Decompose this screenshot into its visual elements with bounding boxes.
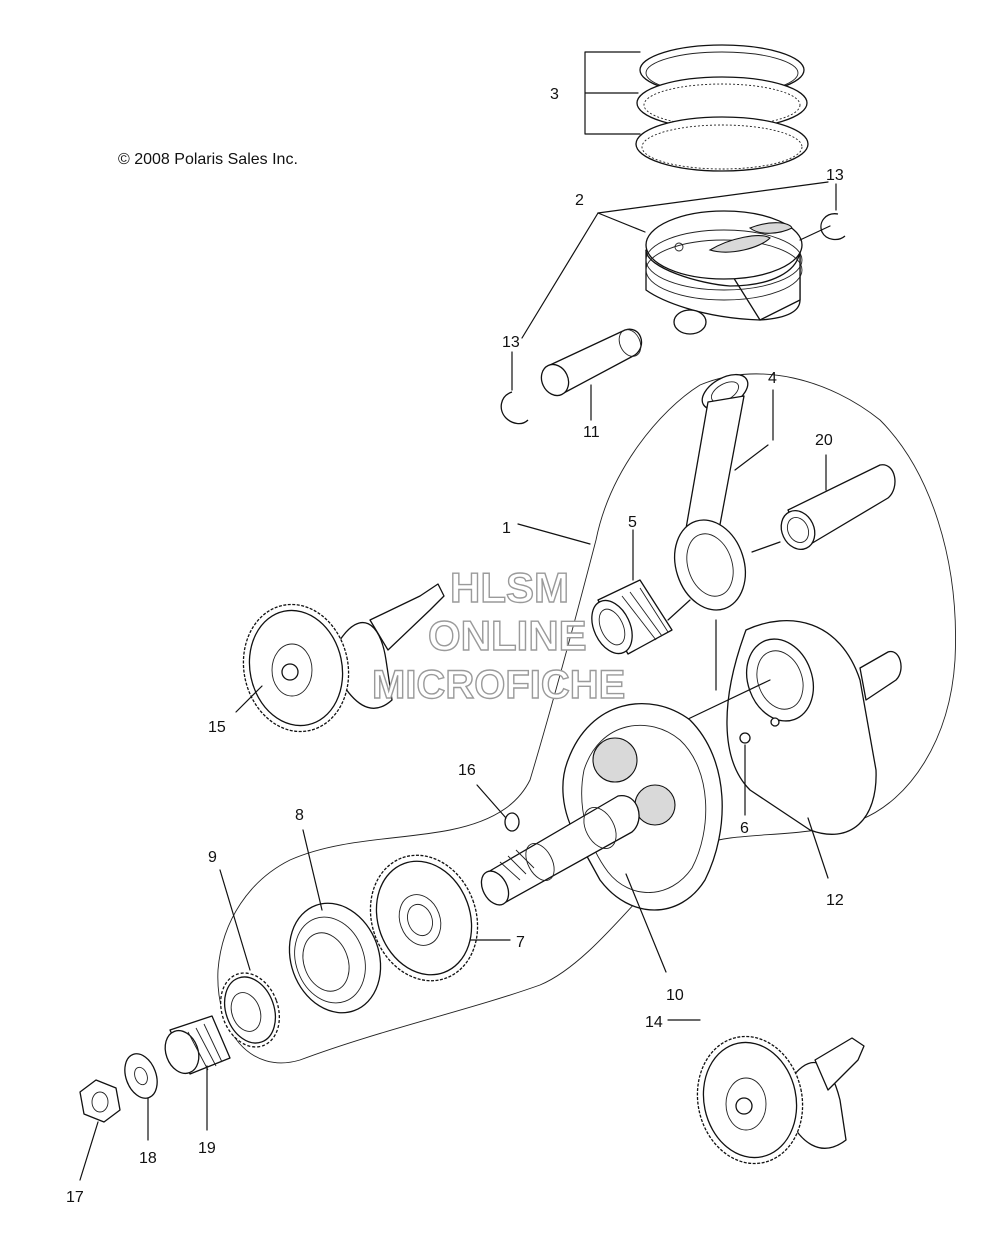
callout-17: 17 — [66, 1189, 84, 1206]
crank-pin — [780, 464, 896, 550]
callout-4: 4 — [768, 370, 777, 387]
leader-17 — [79, 1121, 99, 1181]
needle-bearing — [591, 579, 673, 655]
callout-7: 7 — [516, 934, 525, 951]
main-bearing — [288, 902, 382, 1014]
crank-gear — [369, 854, 479, 982]
circlip-upper — [820, 213, 846, 241]
copyright-text: © 2008 Polaris Sales Inc. — [118, 151, 298, 168]
callout-13-lower: 13 — [502, 334, 520, 351]
leader-15 — [235, 685, 263, 713]
centerline-crankpin — [685, 619, 771, 721]
balance-shaft-lower — [696, 1035, 865, 1165]
watermark-line-3: MICROFICHE — [372, 663, 625, 707]
piston-rings — [635, 44, 809, 172]
crank-half-right — [726, 619, 902, 835]
crankshaft-assembly-outline — [217, 373, 956, 1064]
timing-sprocket — [220, 972, 280, 1048]
leader-12 — [807, 817, 829, 879]
leader-13-upper — [799, 183, 837, 241]
callout-10: 10 — [666, 987, 684, 1004]
leader-3 — [584, 51, 641, 135]
callout-18: 18 — [139, 1150, 157, 1167]
pinion-bearing — [164, 1015, 231, 1075]
nut — [79, 1079, 121, 1123]
leader-2-line — [597, 181, 829, 214]
callout-15: 15 — [208, 719, 226, 736]
watermark-line-2: ONLINE — [428, 612, 587, 659]
leader-1 — [517, 523, 591, 545]
woodruff-key — [504, 812, 520, 832]
callout-6: 6 — [740, 820, 749, 837]
washer — [124, 1053, 158, 1099]
crank-half-left — [480, 702, 723, 911]
callout-14: 14 — [645, 1014, 663, 1031]
piston — [645, 210, 803, 335]
leader-5 — [632, 529, 691, 621]
leader-10 — [625, 873, 667, 973]
leader-8 — [302, 829, 323, 911]
watermark: HLSM ONLINE MICROFICHE — [371, 563, 626, 707]
circlip-lower — [500, 391, 529, 425]
callout-13-upper: 13 — [826, 167, 844, 184]
callout-19: 19 — [198, 1140, 216, 1157]
watermark-line-1: HLSM — [450, 564, 569, 611]
callout-1: 1 — [502, 520, 511, 537]
callout-20: 20 — [815, 432, 833, 449]
callout-5: 5 — [628, 514, 637, 531]
callout-2: 2 — [575, 192, 584, 209]
callout-8: 8 — [295, 807, 304, 824]
callout-11: 11 — [583, 424, 600, 441]
leader-2 — [521, 212, 646, 339]
leader-4 — [734, 444, 769, 471]
leader-16 — [476, 784, 507, 819]
leader-9 — [219, 869, 251, 971]
callout-9: 9 — [208, 849, 217, 866]
leader-20 — [751, 454, 827, 553]
balance-shaft-upper — [242, 583, 445, 733]
connecting-rod — [674, 373, 749, 611]
callout-12: 12 — [826, 892, 844, 909]
callout-3: 3 — [550, 86, 559, 103]
piston-pin — [540, 328, 643, 397]
callout-16: 16 — [458, 762, 476, 779]
